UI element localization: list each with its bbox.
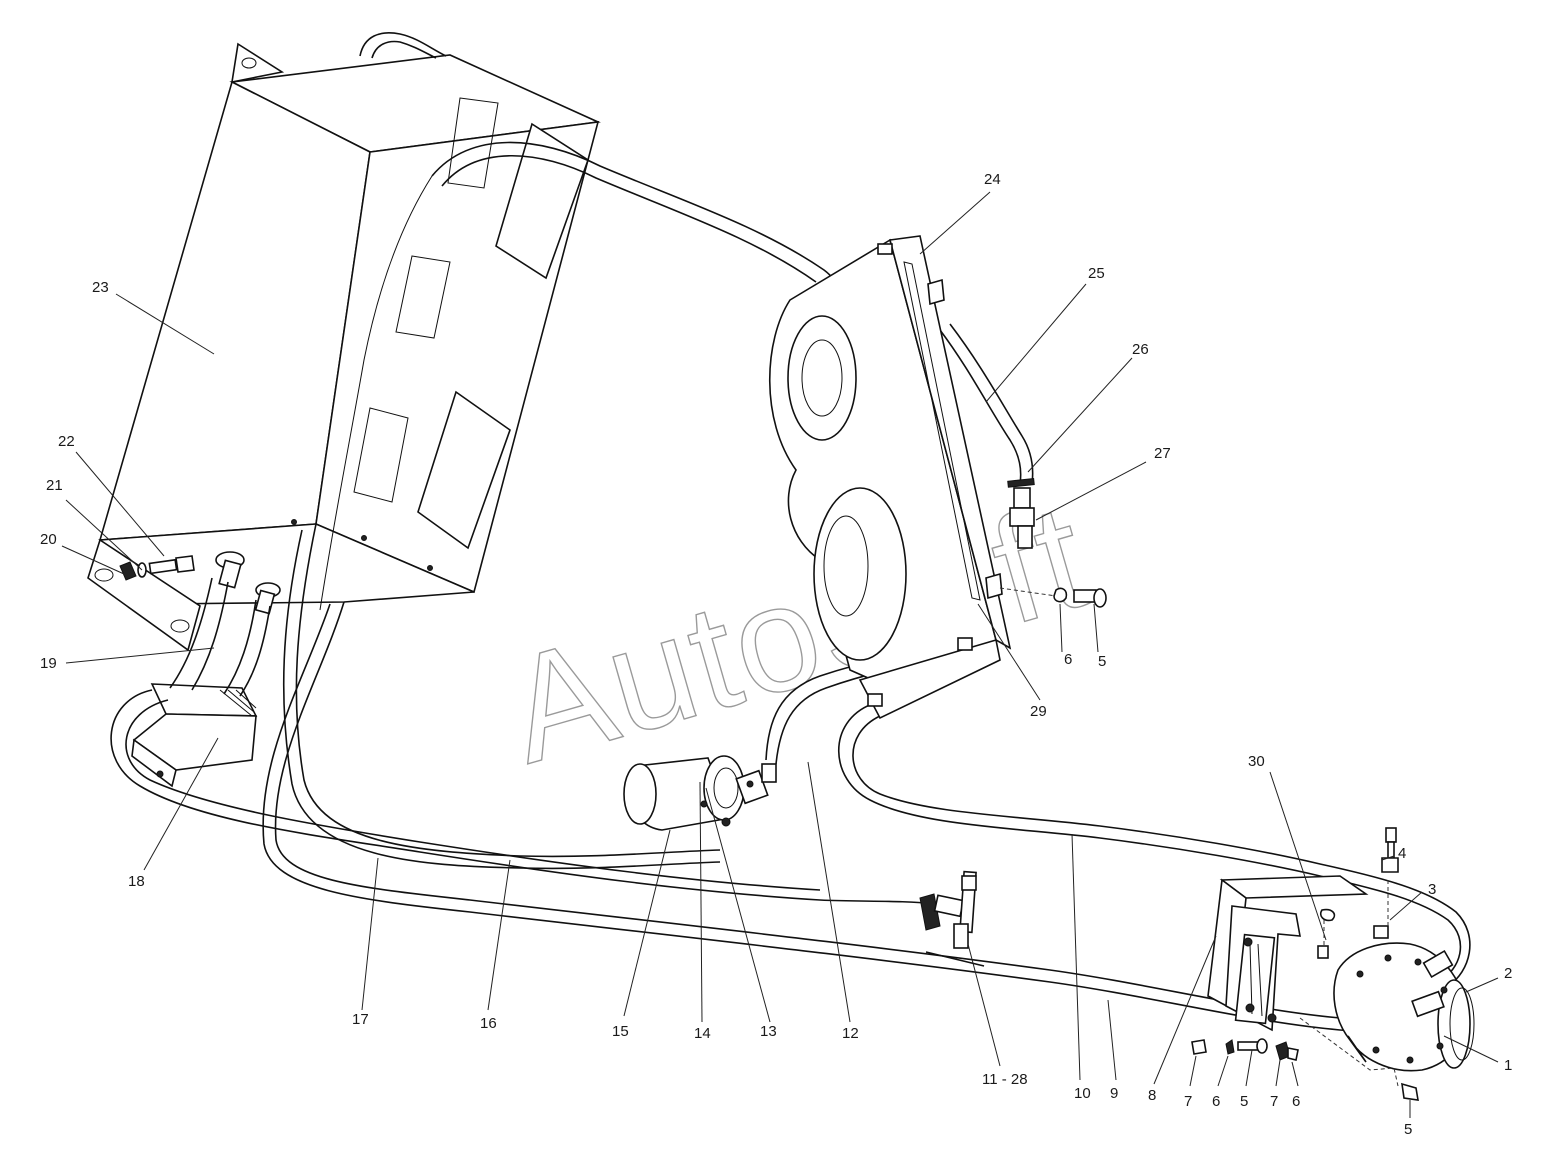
- callout-14: 14: [694, 1025, 711, 1042]
- callout-30: 30: [1248, 753, 1265, 770]
- callout-15: 15: [612, 1023, 629, 1040]
- callout-19: 19: [40, 655, 57, 672]
- callout-20: 20: [40, 531, 57, 548]
- condenser-bolt-set: [999, 587, 1107, 608]
- receiver-dryer: [623, 755, 777, 831]
- callout-25: 25: [1088, 265, 1105, 282]
- callout-5-c: 5: [1404, 1121, 1412, 1138]
- callout-12: 12: [842, 1025, 859, 1042]
- compressor-hardware: [1191, 827, 1419, 1101]
- callout-10: 10: [1074, 1085, 1091, 1102]
- callout-16: 16: [480, 1015, 497, 1032]
- callout-2: 2: [1504, 965, 1512, 982]
- callout-8: 8: [1148, 1087, 1156, 1104]
- callout-23: 23: [92, 279, 109, 296]
- callout-5: 5: [1098, 653, 1106, 670]
- callout-21: 21: [46, 477, 63, 494]
- callout-18: 18: [128, 873, 145, 890]
- callout-29: 29: [1030, 703, 1047, 720]
- callout-6-c: 6: [1292, 1093, 1300, 1110]
- callout-17: 17: [352, 1011, 369, 1028]
- callout-6-b: 6: [1212, 1093, 1220, 1110]
- callout-27: 27: [1154, 445, 1171, 462]
- callout-24: 24: [984, 171, 1001, 188]
- leader-lines: [61, 191, 1499, 1118]
- callout-9: 9: [1110, 1085, 1118, 1102]
- evaporator-housing: [87, 32, 601, 652]
- callout-4: 4: [1398, 845, 1406, 862]
- callout-7: 7: [1184, 1093, 1192, 1110]
- compressor: [1333, 942, 1475, 1072]
- service-valve: [919, 870, 985, 967]
- callout-labels: 1 2 3 4 5 6 7 8 9 10 11 - 28 12 13 14 15…: [40, 171, 1512, 1138]
- hose-bracket: [131, 683, 258, 788]
- callout-26: 26: [1132, 341, 1149, 358]
- box-pipe-fittings: [215, 551, 281, 615]
- callout-1: 1: [1504, 1057, 1512, 1074]
- refrigerant-hoses: [110, 141, 1471, 1033]
- callout-3: 3: [1428, 881, 1436, 898]
- callout-22: 22: [58, 433, 75, 450]
- callout-13: 13: [760, 1023, 777, 1040]
- pressure-switch-fitting: [1007, 478, 1035, 549]
- callout-11-28: 11 - 28: [982, 1071, 1028, 1088]
- condenser-assembly: [768, 235, 1012, 720]
- callout-5-b: 5: [1240, 1093, 1248, 1110]
- callout-7-b: 7: [1270, 1093, 1278, 1110]
- bolt-washer-nut-set: [119, 555, 195, 581]
- callout-6: 6: [1064, 651, 1072, 668]
- compressor-bracket: [1207, 875, 1369, 1032]
